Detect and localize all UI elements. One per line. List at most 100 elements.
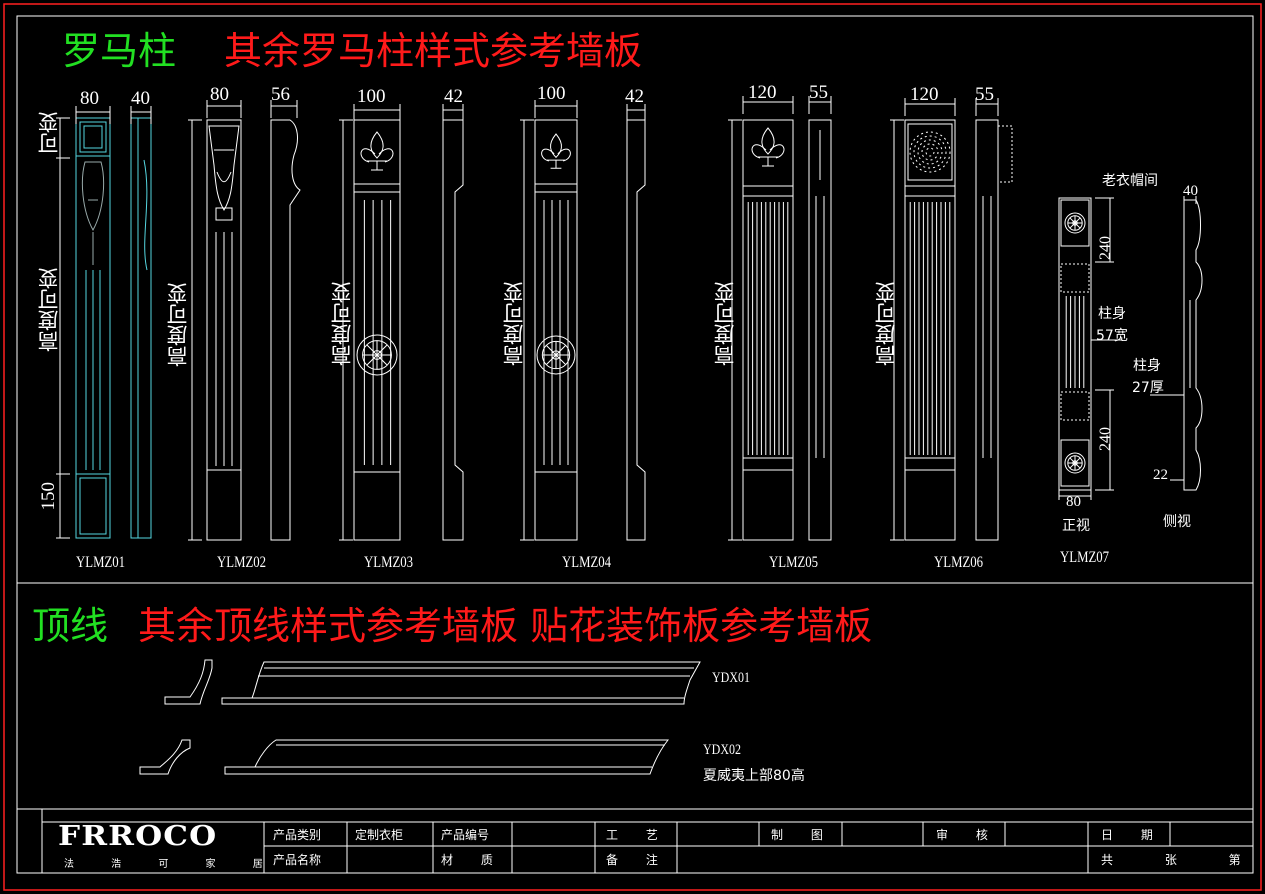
col3-front-dim [353,104,401,122]
product-category-value: 定制衣柜 [355,828,404,842]
col3-fleur-left [360,148,376,163]
col6-side-width: 55 [975,84,994,105]
col7-bottom-ornament [1060,391,1090,421]
col7-side [1150,196,1203,491]
col3-fleur [360,131,394,171]
col6-side-ornament [997,125,1013,183]
col4-rosette-spoke-5 [546,345,557,356]
col3-fleur-right [378,148,394,163]
ylmz07-front-view-label: 正视 [1062,518,1090,534]
col5-fleur [751,127,785,167]
ydx01-detail [252,667,694,699]
col2-flutes [215,232,233,466]
col6-front-dim [904,98,956,116]
remark-label: 备 注 [606,853,670,867]
col2-front [206,119,242,541]
col5-fleur-stem [762,157,774,167]
ydx02-elevation [224,739,670,775]
col6-ornament-1 [921,143,939,161]
col5-flutes [747,202,789,455]
col3-height-variable: 高度可变 [330,282,354,366]
col3-rosette-spoke-7 [376,344,388,356]
col5-fleur-petal [761,127,775,155]
col3-rosette-spoke-5 [366,344,378,356]
col1-bottom-dim: 150 [38,482,59,511]
col4-front [534,119,578,541]
col1-side-width: 40 [131,88,150,109]
col4-front-outline [534,119,578,541]
col4-rosette-inner [541,340,571,370]
col4-fleur-petal [550,133,562,159]
col6-front [904,119,956,541]
col6-ornament-2 [917,139,943,165]
col7-bottom-rosette-spoke-3 [1069,462,1076,469]
material-label: 材 质 [441,853,505,867]
col2-side-dim [270,100,298,118]
col4-flutes [543,200,569,465]
col1-side-detail [137,118,148,538]
ylmz07-side-width: 40 [1183,183,1198,199]
ydx02-detail [255,744,665,768]
ydx02-profile [139,739,191,775]
col2-height-vdim [188,119,202,541]
ylmz07-front-width: 80 [1066,494,1081,510]
col7-bottom-rosette-center [1072,460,1078,466]
col6-side-detail [982,196,992,458]
col7-top-rosette-spoke-3 [1069,222,1076,229]
col4-fleur-left [541,148,555,162]
col4-fleur-right [557,148,571,162]
col4-rosette-spoke-3 [546,354,557,365]
col5-side-dim [808,96,832,114]
ylmz07-body-width-value: 57宽 [1096,328,1128,344]
col1-top-panel-inner [83,125,103,149]
outer-border [3,3,1262,891]
col2-side-outline [270,119,301,541]
col7-bottom-rosette-spoke-7 [1074,457,1081,464]
col6-side-outline [975,119,999,541]
col3-rosette-inner [362,340,392,370]
product-category-label: 产品类别 [273,828,322,842]
ylmz07-title: 老衣帽间 [1102,173,1158,189]
col1-top-panel [79,121,107,153]
col4-front-width: 100 [537,83,566,104]
col7-bottom-rosette-spoke-1 [1074,462,1081,469]
col2-front-width: 80 [210,84,229,105]
brand-logo: FRROCO [58,821,218,852]
col2-code: YLMZ02 [217,554,267,571]
col6-ornament-3 [913,135,947,169]
col3-fleur-petal [370,131,384,159]
col1-front-dim [75,106,111,124]
col2-corbel-base [215,207,233,221]
col7-top-panel [1060,199,1090,247]
ydx02-code: YDX02 [703,742,741,758]
ylmz07-body-depth-label: 柱身 [1133,358,1161,374]
section1-title-green: 罗马柱 [62,29,177,73]
col7-top-rosette-spoke-7 [1074,217,1081,224]
col5-front [742,119,794,541]
col2-height-variable: 高度可变 [166,283,190,367]
sheets-label: 共 张 第 张 [1101,853,1265,867]
col4-side-width: 42 [625,86,644,107]
col7-top-rosette-center [1072,220,1078,226]
col6-top-panel [907,123,953,181]
col7-side-outline [1183,199,1203,491]
col3-side-width: 42 [444,86,463,107]
ydx01-profile [164,659,213,705]
drawn-by-label: 制 图 [771,828,835,842]
col5-front-dim [742,96,794,114]
col4-rosette-outer [536,335,576,375]
ylmz07-body-width-label: 柱身 [1098,306,1126,322]
col1-side [130,117,152,539]
col1-carving [81,161,105,265]
titleblock-grid [263,822,1171,873]
ylmz07-side-dim: 22 [1153,467,1168,483]
col4-rosette-spoke-7 [555,345,566,356]
product-name-label: 产品名称 [273,853,322,867]
col5-fleur-right [769,144,785,159]
col2-corbel [208,125,240,211]
col3-rosette-spoke-3 [366,354,378,366]
section1-title-red: 其余罗马柱样式参考墙板 [224,29,643,73]
col7-top-rosette [1064,212,1086,234]
col5-side [808,119,832,541]
